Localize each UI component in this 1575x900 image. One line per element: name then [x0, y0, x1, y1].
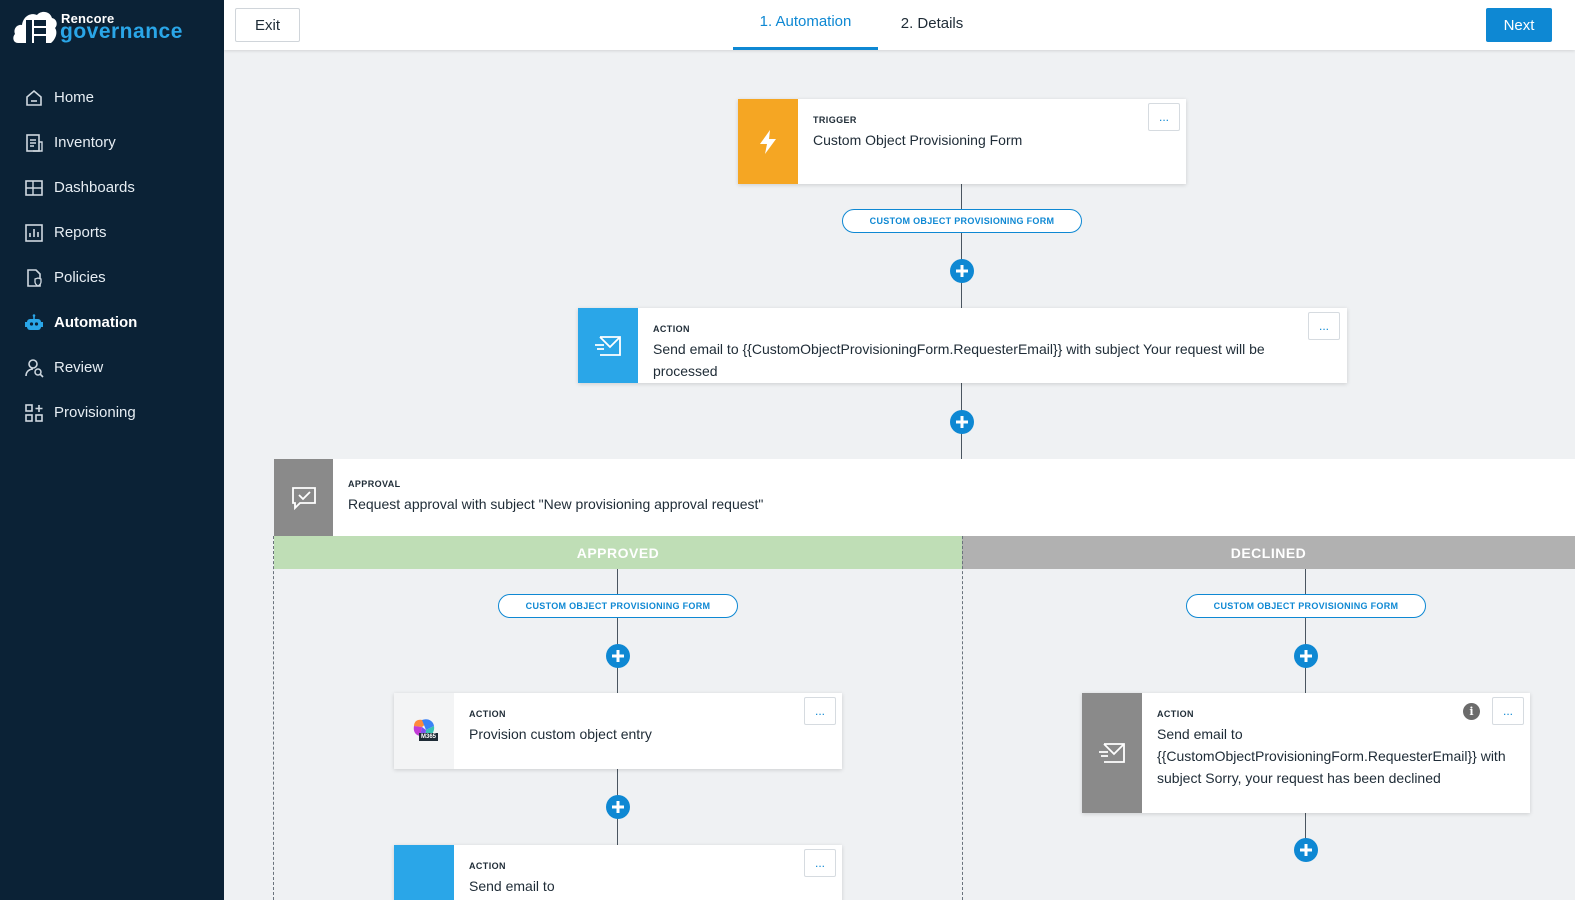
- info-icon[interactable]: i: [1463, 703, 1480, 720]
- data-source-pill[interactable]: CUSTOM OBJECT PROVISIONING FORM: [1186, 594, 1426, 618]
- action-strip: [394, 845, 454, 900]
- sidebar: Rencore governance Home Inventory Dashbo…: [0, 0, 224, 900]
- connector-line: [1305, 569, 1306, 693]
- review-icon: [24, 358, 44, 378]
- add-step-button[interactable]: [606, 795, 630, 819]
- cloud-logo-icon: [13, 11, 57, 43]
- plus-icon: [956, 265, 968, 277]
- card-kind-label: APPROVAL: [348, 479, 401, 489]
- plus-icon: [1300, 650, 1312, 662]
- next-button[interactable]: Next: [1486, 8, 1552, 42]
- card-kind-label: ACTION: [653, 324, 690, 334]
- trigger-card[interactable]: TRIGGER Custom Object Provisioning Form …: [738, 99, 1186, 184]
- card-kind-label: ACTION: [469, 709, 506, 719]
- sidebar-item-label: Dashboards: [54, 179, 135, 196]
- more-options-button[interactable]: ...: [1148, 103, 1180, 131]
- branch-divider: [962, 536, 963, 900]
- workflow-canvas[interactable]: TRIGGER Custom Object Provisioning Form …: [224, 50, 1575, 900]
- card-description: Provision custom object entry: [469, 726, 652, 742]
- robot-icon: [24, 313, 44, 333]
- connector-line: [961, 184, 962, 308]
- approval-strip: [274, 459, 333, 536]
- sidebar-item-reports[interactable]: Reports: [0, 210, 224, 255]
- sidebar-item-policies[interactable]: Policies: [0, 255, 224, 300]
- approval-card[interactable]: APPROVAL Request approval with subject "…: [274, 459, 1575, 536]
- sidebar-item-review[interactable]: Review: [0, 345, 224, 390]
- tab-automation[interactable]: 1. Automation: [733, 0, 878, 50]
- add-step-button[interactable]: [1294, 838, 1318, 862]
- sidebar-item-label: Review: [54, 359, 104, 376]
- home-icon: [24, 88, 44, 108]
- data-source-pill[interactable]: CUSTOM OBJECT PROVISIONING FORM: [842, 209, 1082, 233]
- add-step-button[interactable]: [950, 410, 974, 434]
- sidebar-item-label: Automation: [54, 314, 138, 331]
- action-strip: [1082, 693, 1142, 813]
- card-description: Send email to: [469, 878, 555, 894]
- sidebar-item-dashboards[interactable]: Dashboards: [0, 165, 224, 210]
- add-step-button[interactable]: [606, 644, 630, 668]
- sidebar-item-label: Provisioning: [54, 404, 136, 421]
- provisioning-icon: [24, 403, 44, 423]
- sidebar-item-home[interactable]: Home: [0, 75, 224, 120]
- add-step-button[interactable]: [950, 259, 974, 283]
- plus-icon: [612, 650, 624, 662]
- lightning-icon: [760, 129, 776, 154]
- card-kind-label: ACTION: [1157, 709, 1194, 719]
- provision-action-card[interactable]: M365 ACTION Provision custom object entr…: [394, 693, 842, 769]
- sidebar-item-automation[interactable]: Automation: [0, 300, 224, 345]
- card-description: Custom Object Provisioning Form: [813, 132, 1023, 148]
- more-options-button[interactable]: ...: [804, 849, 836, 877]
- send-email-icon: [595, 335, 621, 356]
- tab-details[interactable]: 2. Details: [900, 14, 964, 32]
- more-options-button[interactable]: ...: [1308, 312, 1340, 340]
- sidebar-item-label: Policies: [54, 269, 106, 286]
- plus-icon: [612, 801, 624, 813]
- exit-button[interactable]: Exit: [235, 8, 300, 42]
- rencore-governance-logo[interactable]: Rencore governance: [12, 6, 202, 44]
- card-kind-label: TRIGGER: [813, 115, 857, 125]
- declined-branch-header: DECLINED: [962, 536, 1575, 569]
- dashboards-icon: [24, 178, 44, 198]
- data-source-pill[interactable]: CUSTOM OBJECT PROVISIONING FORM: [498, 594, 738, 618]
- policies-icon: [24, 268, 44, 288]
- approved-send-email-action-card[interactable]: ACTION Send email to ...: [394, 845, 842, 900]
- action-strip: [578, 308, 638, 383]
- m365-icon: M365: [410, 718, 439, 744]
- sidebar-item-label: Reports: [54, 224, 107, 241]
- sidebar-item-inventory[interactable]: Inventory: [0, 120, 224, 165]
- wizard-topbar: Exit 1. Automation 2. Details Next: [224, 0, 1575, 50]
- declined-send-email-action-card[interactable]: ACTION Send email to {{CustomObjectProvi…: [1082, 693, 1530, 813]
- m365-badge: M365: [419, 733, 439, 741]
- more-options-button[interactable]: ...: [1492, 697, 1524, 725]
- send-email-action-card[interactable]: ACTION Send email to {{CustomObjectProvi…: [578, 308, 1347, 383]
- connector-line: [1305, 813, 1306, 849]
- brand-name-top: Rencore: [61, 11, 115, 26]
- plus-icon: [1300, 844, 1312, 856]
- brand-name-main: governance: [60, 20, 183, 43]
- action-strip: M365: [394, 693, 454, 769]
- sidebar-item-label: Home: [54, 89, 95, 106]
- inventory-icon: [24, 133, 44, 153]
- sidebar-item-label: Inventory: [54, 134, 116, 151]
- trigger-strip: [738, 99, 798, 184]
- approval-chat-check-icon: [291, 486, 316, 510]
- card-kind-label: ACTION: [469, 861, 506, 871]
- branch-divider: [273, 536, 274, 900]
- sidebar-nav: Home Inventory Dashboards Reports Polici…: [0, 75, 224, 435]
- card-description: Send email to {{CustomObjectProvisioning…: [653, 341, 1265, 379]
- more-options-button[interactable]: ...: [804, 697, 836, 725]
- send-email-icon: [1099, 743, 1125, 763]
- approved-branch-header: APPROVED: [274, 536, 962, 569]
- plus-icon: [956, 416, 968, 428]
- add-step-button[interactable]: [1294, 644, 1318, 668]
- reports-icon: [24, 223, 44, 243]
- connector-line: [617, 569, 618, 693]
- sidebar-item-provisioning[interactable]: Provisioning: [0, 390, 224, 435]
- card-description: Request approval with subject "New provi…: [348, 496, 764, 512]
- card-description: Send email to {{CustomObjectProvisioning…: [1157, 726, 1506, 786]
